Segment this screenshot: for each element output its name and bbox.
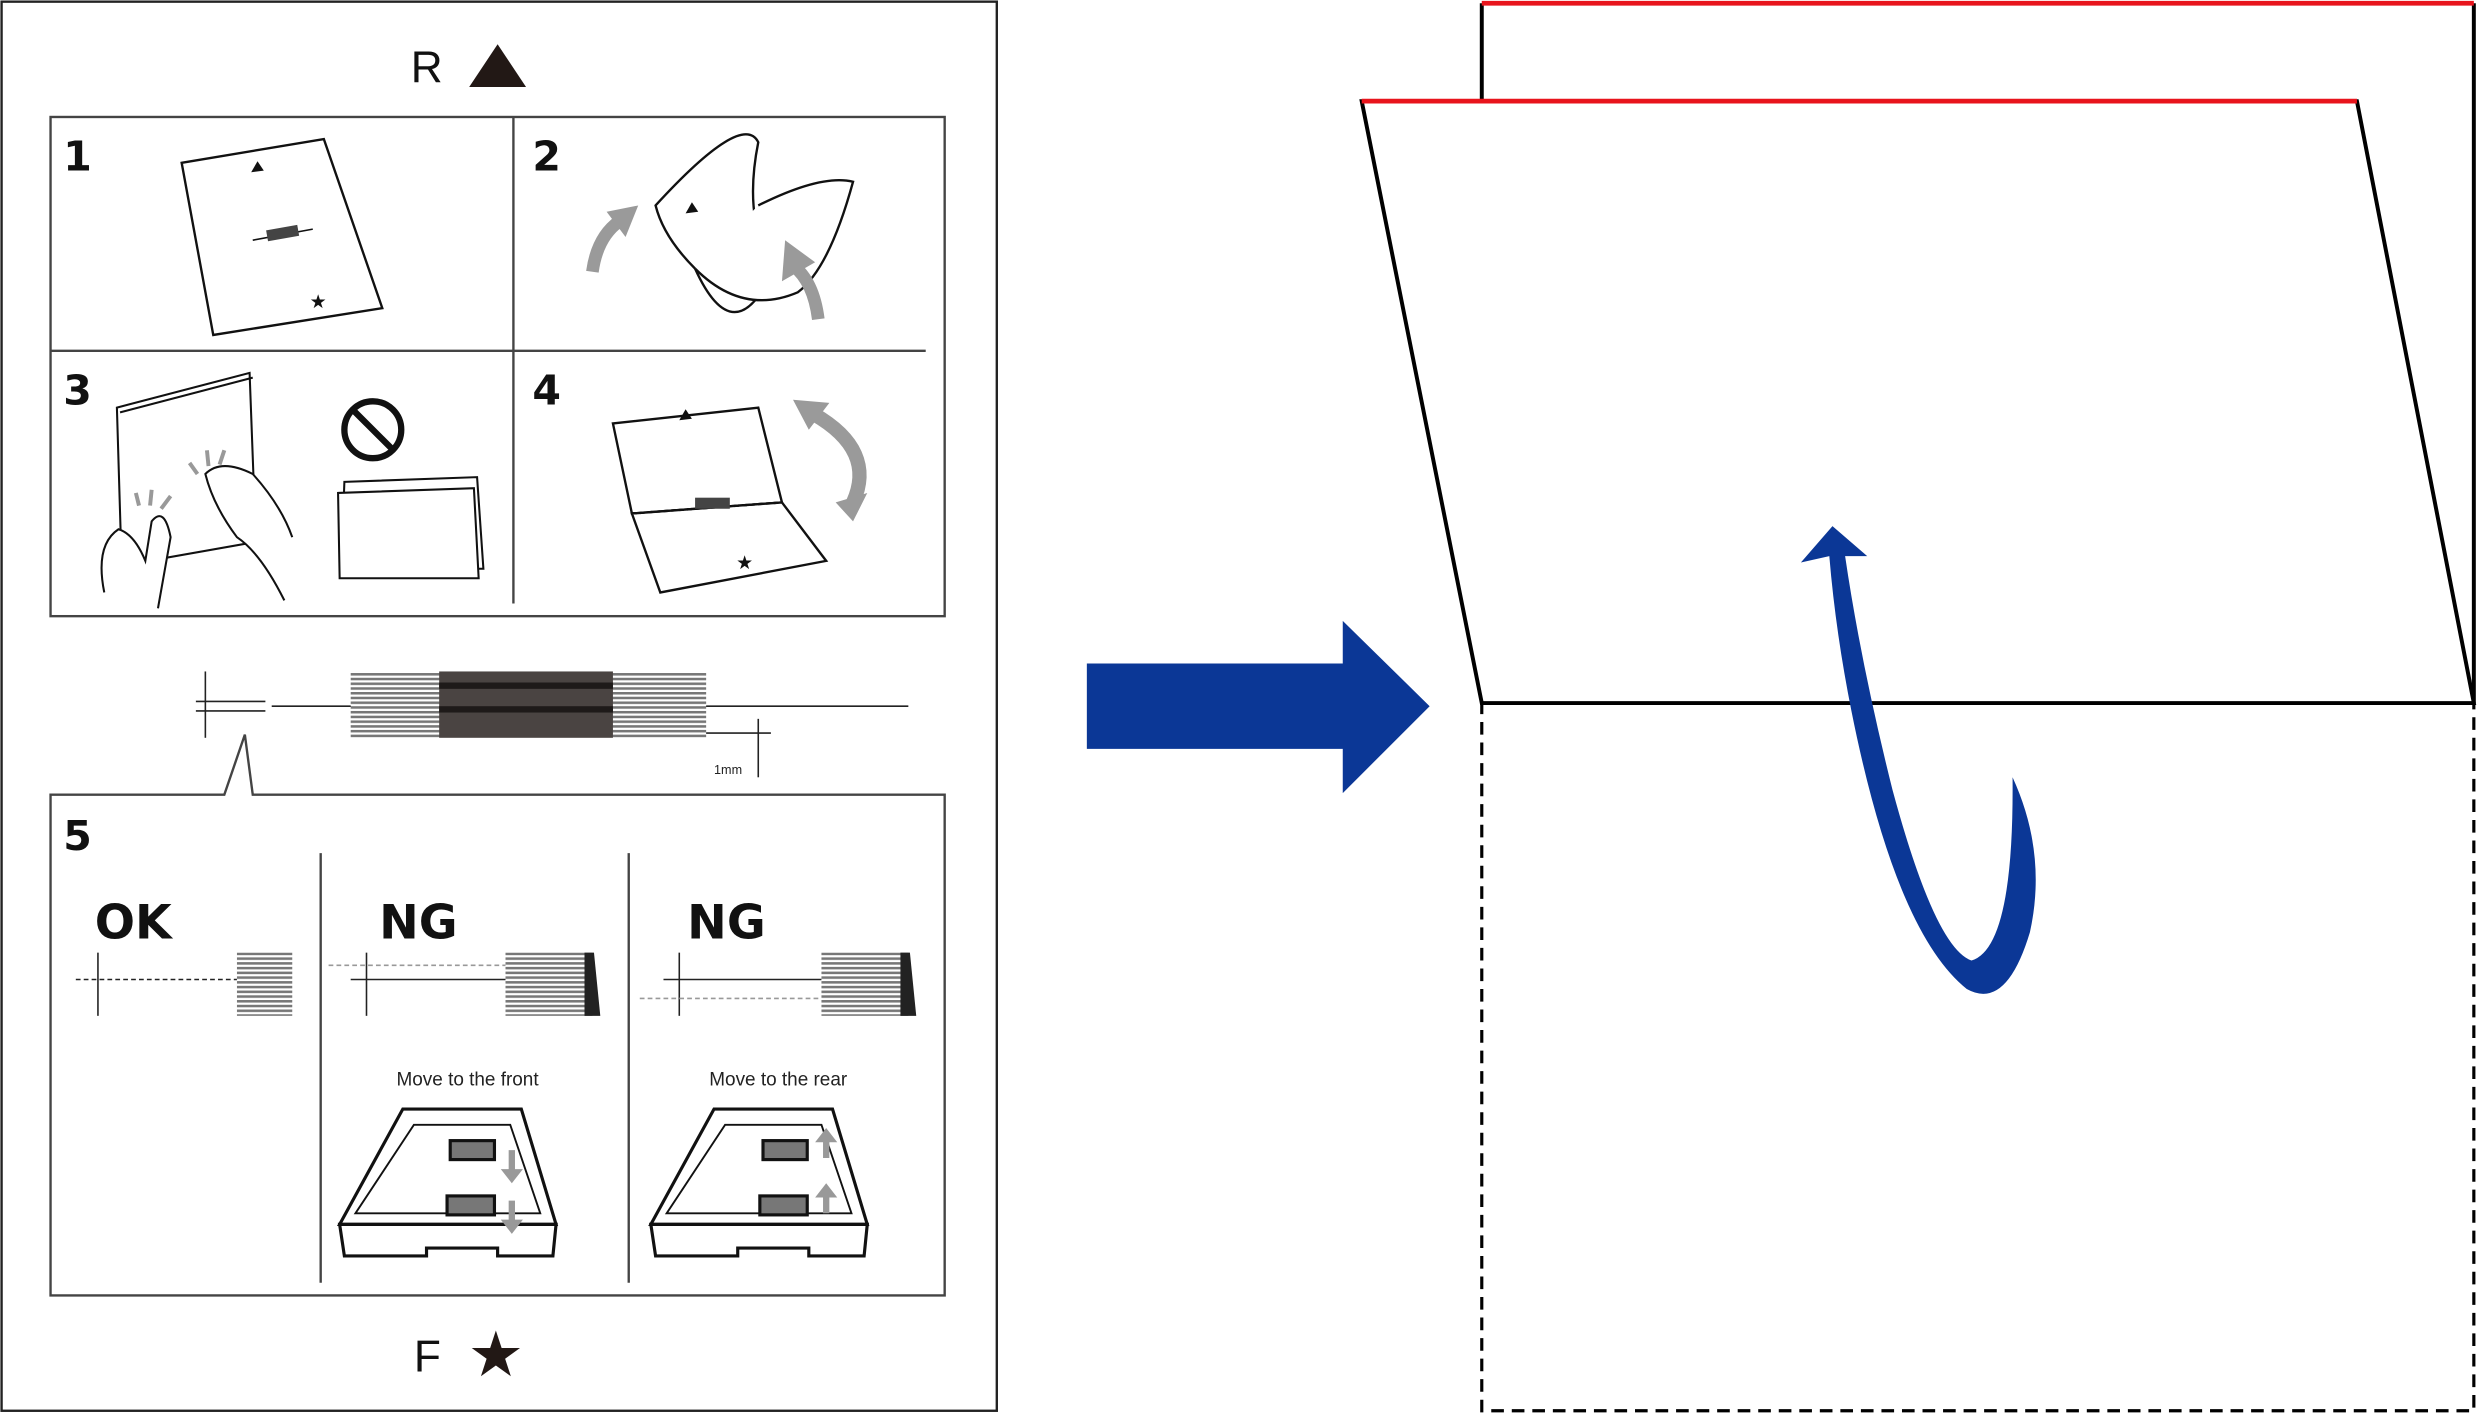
star-icon: ★ [736, 553, 753, 574]
front-label: F [414, 1332, 441, 1381]
gray-down-arrow-icon [500, 1150, 523, 1184]
blue-right-arrow-icon [1086, 620, 1430, 794]
gray-up-arrow-icon [815, 1183, 838, 1214]
star-icon: ★ [310, 292, 327, 313]
ng-front-gauge [328, 952, 601, 1016]
ng-rear-label: NG [687, 895, 766, 950]
tray-rear-illustration [648, 1107, 870, 1258]
step-3-fanning-illustration [100, 371, 485, 609]
gray-arrow-icon [586, 216, 624, 273]
rear-label: R [411, 43, 443, 92]
registration-gauge: 1mm [195, 671, 909, 778]
step-1-number: 1 [63, 133, 92, 181]
ng-rear-gauge [639, 952, 917, 1016]
folded-flap [1359, 99, 2477, 706]
instruction-sheet: R 1 2 3 4 ★ [0, 0, 998, 1412]
prohibited-icon [341, 398, 405, 462]
tray-front-illustration [336, 1107, 559, 1258]
step-4-fold-illustration: ★ [611, 399, 868, 594]
triangle-icon [469, 44, 527, 87]
blue-curved-fold-arrow-icon [1800, 526, 2036, 994]
step-2-number: 2 [532, 133, 561, 181]
step-3-number: 3 [63, 366, 92, 414]
move-to-front-caption: Move to the front [397, 1069, 540, 1090]
gray-curved-arrow-icon [809, 407, 867, 506]
gauge-1mm-label: 1mm [714, 763, 742, 777]
gray-up-arrow-icon [815, 1127, 838, 1159]
steps-1-4-panel [49, 115, 946, 618]
ng-front-label: NG [379, 895, 458, 950]
move-to-rear-caption: Move to the rear [709, 1069, 847, 1090]
step-2-bend-illustration [586, 133, 855, 321]
lower-half-dashed [1480, 701, 2476, 1413]
step-5-number: 5 [63, 812, 92, 860]
step-1-paper-illustration: ★ [180, 137, 384, 337]
gray-down-arrow-icon [500, 1200, 523, 1234]
ok-gauge [75, 952, 293, 1016]
fold-diagram [1359, 0, 2477, 1413]
star-icon: ★ [468, 1320, 525, 1390]
ok-label: OK [95, 895, 174, 950]
step-4-number: 4 [532, 366, 561, 414]
